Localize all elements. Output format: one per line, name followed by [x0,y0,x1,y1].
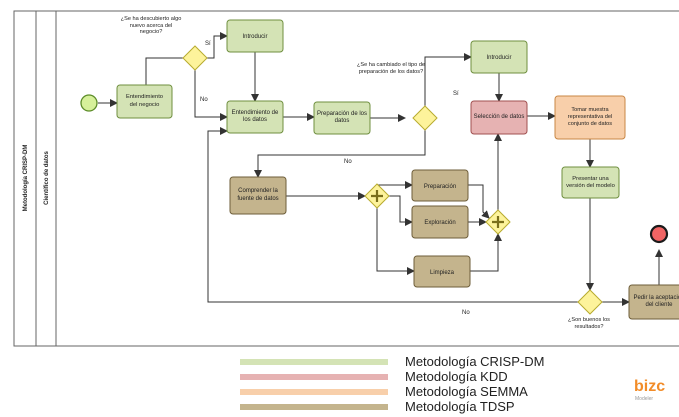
legend-label: Metodología CRISP-DM [405,354,545,369]
flow-label-no: No [462,310,470,316]
gateway-question-buenos: ¿Son buenos los resultados? [568,317,610,330]
task-label: Entendimiento de los datos [231,109,279,123]
bizagi-logo: bizc Modeler [634,378,679,414]
legend-label: Metodología SEMMA [405,384,528,399]
gateway-question-descubierto: ¿Se ha descubierto algo nuevo acerca del… [120,16,182,36]
logo-subtext: Modeler [635,396,654,402]
parallel-gateway-split [364,183,390,209]
legend-item: Metodología TDSP [240,399,580,414]
logo-text: bizc [634,378,666,395]
task-seleccion-datos: Selección de datos [470,100,528,135]
task-entendimiento-datos: Entendimiento de los datos [226,100,284,134]
flow-label-si: Sí [205,41,211,47]
gateway-cambiado [412,105,438,131]
legend-label: Metodología TDSP [405,399,515,414]
sequence-flows [98,32,663,306]
task-pedir-aceptacion: Pedir la aceptación del cliente [628,284,679,320]
task-label: Preparación de los datos [316,110,368,124]
task-label: Pedir la aceptación del cliente [633,294,679,308]
gateway-descubierto [182,45,208,71]
gateway-question-cambiado: ¿Se ha cambiado el tipo de preparación d… [356,62,426,75]
legend: Metodología CRISP-DM Metodología KDD Met… [240,354,580,415]
parallel-gateway-join [485,209,511,235]
legend-label: Metodología KDD [405,369,508,384]
task-introducir-2: Introducir [470,40,528,74]
lane-label: Científico de datos [44,151,50,205]
flow-label-si: Sí [453,91,459,97]
task-exploracion: Exploración [411,205,469,239]
task-preparacion-datos: Preparación de los datos [313,101,371,135]
task-label: Tomar muestra representativa del conjunt… [567,107,613,127]
flow-label-no: No [200,97,208,103]
legend-item: Metodología KDD [240,369,580,384]
task-label: Entendimiento [126,94,163,100]
task-label: Comprender la fuente de datos [237,188,279,202]
legend-swatch [240,359,388,365]
gateway-buenos [577,289,603,315]
legend-swatch [240,374,388,380]
pool-label: Metodología CRISP-DM [23,145,29,212]
task-label: Limpieza [430,270,455,276]
task-comprender-fuente: Comprender la fuente de datos [229,176,287,215]
task-presentar-version: Presentar una versión del modelo [561,166,620,199]
legend-swatch [240,404,388,410]
plus-icon [492,216,504,228]
legend-swatch [240,389,388,395]
task-preparacion: Preparación [411,169,469,202]
task-label: Introducir [486,55,511,61]
task-label: Preparación [424,184,456,190]
end-event [649,224,669,244]
task-label: Presentar una versión del modelo [566,175,615,189]
start-event [80,94,98,112]
task-label: Exploración [424,220,455,226]
task-entendimiento-negocio: Entendimiento del negocio [116,84,173,119]
task-label: Selección de datos [473,113,525,120]
legend-item: Metodología CRISP-DM [240,354,580,369]
flow-label-no: No [344,159,352,165]
task-label: Introducir [242,34,267,40]
task-label-line2: del negocio [130,102,160,108]
task-introducir-1: Introducir [226,19,284,53]
task-tomar-muestra: Tomar muestra representativa del conjunt… [554,95,626,140]
task-limpieza: Limpieza [413,255,471,288]
legend-item: Metodología SEMMA [240,384,580,399]
plus-icon [371,190,383,202]
